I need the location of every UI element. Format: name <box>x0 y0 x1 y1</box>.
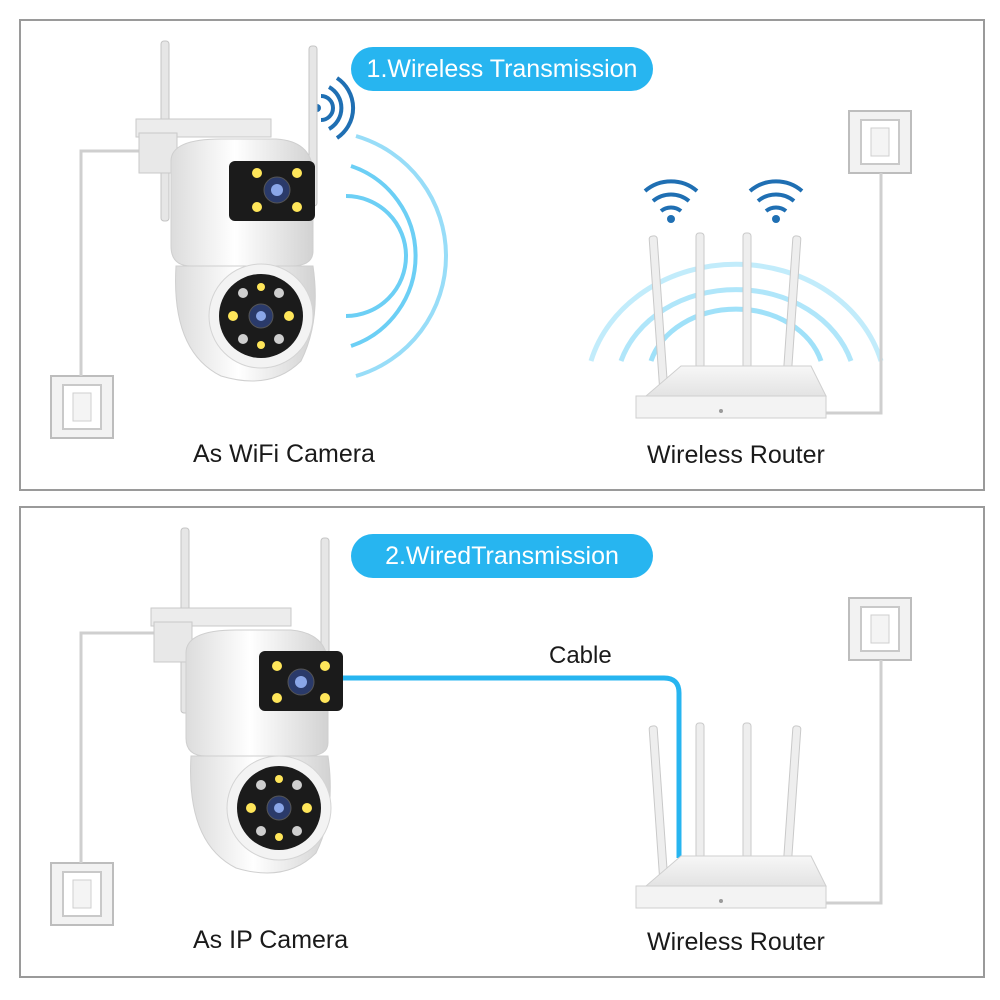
wired-transmission-badge: 2.WiredTransmission <box>351 534 653 578</box>
wireless-router-icon <box>635 722 827 909</box>
power-wire <box>826 173 883 415</box>
camera-caption: As WiFi Camera <box>193 440 375 468</box>
wifi-signal-icon <box>643 179 804 223</box>
camera-signal-waves <box>345 134 448 378</box>
power-wire <box>826 660 883 905</box>
wireless-transmission-badge: 1.Wireless Transmission <box>351 47 653 91</box>
power-outlet-icon <box>50 375 114 439</box>
power-wire <box>79 631 181 863</box>
ethernet-cable <box>343 675 682 858</box>
power-outlet-icon <box>848 110 912 174</box>
wifi-signal-icon <box>313 76 356 140</box>
wired-scene <box>50 527 912 926</box>
router-caption: Wireless Router <box>647 441 825 469</box>
cable-label: Cable <box>549 642 612 669</box>
power-outlet-icon <box>50 862 114 926</box>
wireless-scene <box>50 40 912 439</box>
wireless-router-icon <box>635 232 827 419</box>
security-camera-icon <box>150 527 343 874</box>
router-caption: Wireless Router <box>647 928 825 956</box>
wired-transmission-panel: 2.WiredTransmission Cable As IP Camera W… <box>19 506 985 978</box>
camera-caption: As IP Camera <box>193 926 349 954</box>
power-outlet-icon <box>848 597 912 661</box>
security-camera-icon <box>135 40 318 382</box>
wireless-transmission-panel: 1.Wireless Transmission As WiFi Camera W… <box>19 19 985 491</box>
router-signal-waves <box>588 261 884 362</box>
